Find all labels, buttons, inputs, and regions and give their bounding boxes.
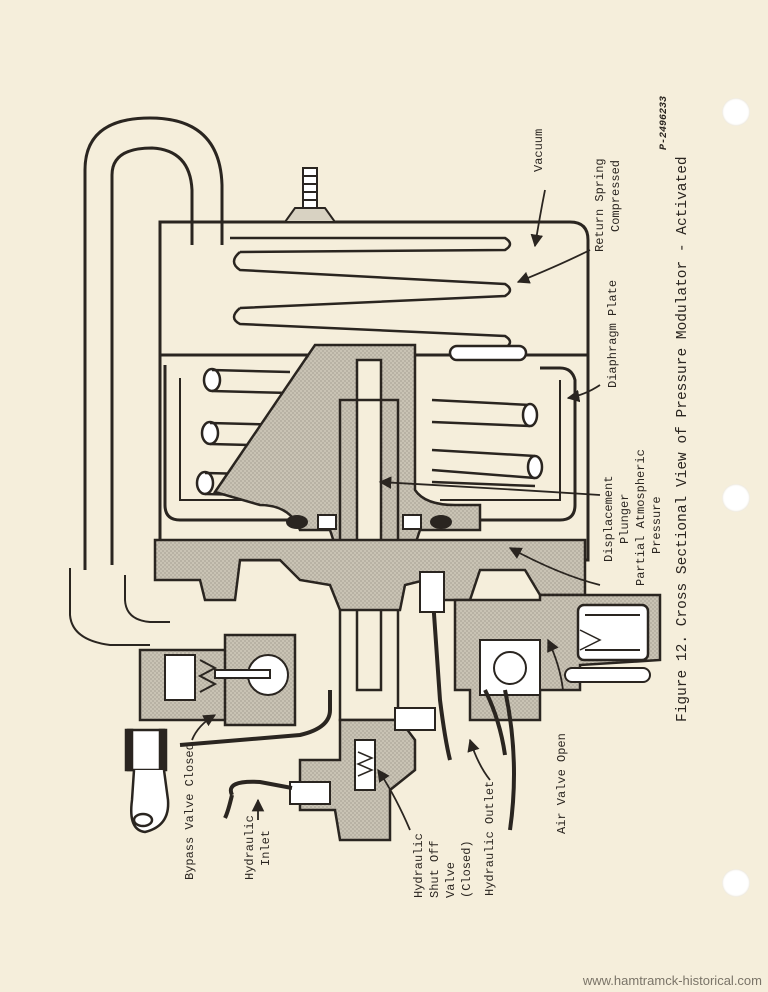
- label-displacement-line2: Plunger: [618, 493, 632, 544]
- hydraulic-line-bypass: [179, 690, 332, 747]
- site-watermark: www.hamtramck-historical.com: [582, 973, 762, 988]
- mounting-stud: [283, 167, 337, 223]
- arrow-bypass-valve: [191, 714, 217, 741]
- label-hydraulic-inlet-line2: Inlet: [259, 829, 273, 866]
- hydraulic-shutoff-valve: [223, 707, 436, 842]
- label-vacuum: Vacuum: [532, 128, 546, 172]
- bypass-tube: [69, 116, 224, 646]
- label-shutoff-line3: Valve: [444, 861, 458, 898]
- arrow-diaphragm-plate: [566, 384, 601, 403]
- label-diaphragm-plate: Diaphragm Plate: [606, 279, 620, 388]
- punch-hole-middle: [722, 484, 750, 512]
- label-return-spring-line1: Return Spring: [593, 158, 607, 252]
- arrow-return-spring: [516, 249, 591, 284]
- figure-code: P-2496233: [659, 95, 670, 150]
- punch-hole-top: [722, 98, 750, 126]
- label-partial-pressure-line2: Pressure: [650, 496, 664, 554]
- label-shutoff-line2: Shut Off: [428, 840, 442, 898]
- bypass-outlet-pipe: [124, 728, 170, 834]
- bypass-valve-assembly: [138, 633, 297, 727]
- vacuum-housing: [158, 220, 590, 562]
- arrow-air-valve: [547, 638, 564, 691]
- label-air-valve: Air Valve Open: [555, 733, 569, 834]
- displacement-plunger: [355, 358, 383, 692]
- label-bypass-valve: Bypass Valve Closed: [183, 743, 197, 880]
- plunger-housing: [212, 343, 482, 562]
- inner-spring: [195, 367, 544, 498]
- label-displacement-line1: Displacement: [602, 475, 616, 562]
- leader-arrows: [191, 189, 601, 831]
- label-return-spring-line2: Compressed: [609, 159, 623, 232]
- arrow-hydraulic-outlet: [467, 738, 491, 781]
- punch-hole-bottom: [722, 869, 750, 897]
- air-valve-assembly: [453, 593, 662, 831]
- label-hydraulic-inlet-line1: Hydraulic: [243, 815, 257, 880]
- arrow-displacement-plunger: [378, 476, 601, 496]
- label-hydraulic-outlet: Hydraulic Outlet: [483, 780, 497, 896]
- arrow-shutoff-valve: [377, 768, 411, 831]
- figure-caption: Figure 12. Cross Sectional View of Press…: [675, 156, 691, 722]
- label-shutoff-line1: Hydraulic: [412, 833, 426, 898]
- hydraulic-line-outlet: [430, 584, 452, 761]
- modulator-body: [69, 116, 662, 842]
- label-shutoff-line4: (Closed): [460, 840, 474, 898]
- arrow-vacuum: [530, 189, 546, 248]
- return-spring: [230, 236, 528, 362]
- lower-housing: [153, 538, 587, 612]
- arrow-partial-pressure: [508, 547, 601, 586]
- label-partial-pressure-line1: Partial Atmospheric: [634, 449, 648, 586]
